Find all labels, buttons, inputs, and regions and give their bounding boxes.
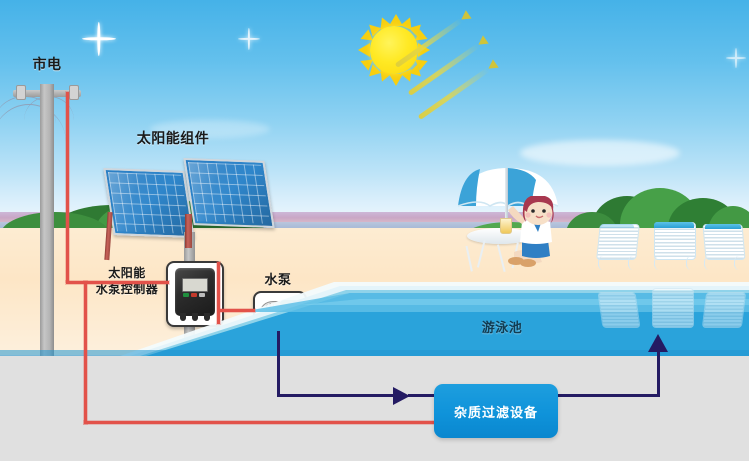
patio-table	[467, 228, 533, 244]
power-line-branch-down	[84, 281, 87, 424]
power-line-to-controller	[66, 281, 169, 284]
water-line-to-pool-riser	[657, 352, 660, 397]
sun-icon	[358, 14, 430, 86]
lounge-chair	[648, 222, 700, 270]
label-swimming-pool: 游泳池	[481, 320, 523, 335]
impurity-filter-box[interactable]: 杂质过滤设备	[434, 384, 558, 438]
power-line-pole-drop	[66, 92, 69, 282]
label-water-pump: 水泵	[264, 272, 292, 287]
lounge-chair-reflection	[648, 284, 698, 334]
water-line-arrow-to-filter-tail	[408, 394, 440, 397]
solar-panel	[183, 157, 275, 229]
lounge-chair-reflection	[700, 286, 748, 332]
flow-arrow-to-filter-icon	[393, 387, 410, 405]
girl-figure	[508, 196, 564, 272]
water-line-pump-to-filter	[277, 394, 401, 397]
power-line-panel-to-controller	[217, 262, 220, 324]
flow-arrow-to-pool-icon	[648, 334, 668, 352]
solar-panel	[103, 167, 195, 239]
label-controller-line1: 太阳能	[108, 266, 146, 280]
water-line-filter-out	[556, 394, 660, 397]
label-solar-modules: 太阳能组件	[136, 130, 210, 146]
lounge-chair-reflection	[596, 286, 642, 332]
umbrella-pole	[505, 168, 508, 240]
label-controller-line2: 水泵控制器	[95, 282, 159, 296]
lounge-chair	[700, 224, 749, 270]
foreground-ground	[0, 355, 749, 461]
lounge-chair	[592, 224, 642, 270]
power-line-controller-to-pump	[218, 309, 255, 312]
solar-pump-controller-box[interactable]	[166, 261, 224, 327]
power-line-to-filter	[84, 421, 436, 424]
filter-box-label: 杂质过滤设备	[453, 404, 538, 420]
label-grid-power: 市电	[32, 56, 62, 72]
solar-panel-mast	[185, 214, 192, 248]
drink-glass	[500, 218, 512, 234]
water-line-pump-drop	[277, 331, 280, 397]
